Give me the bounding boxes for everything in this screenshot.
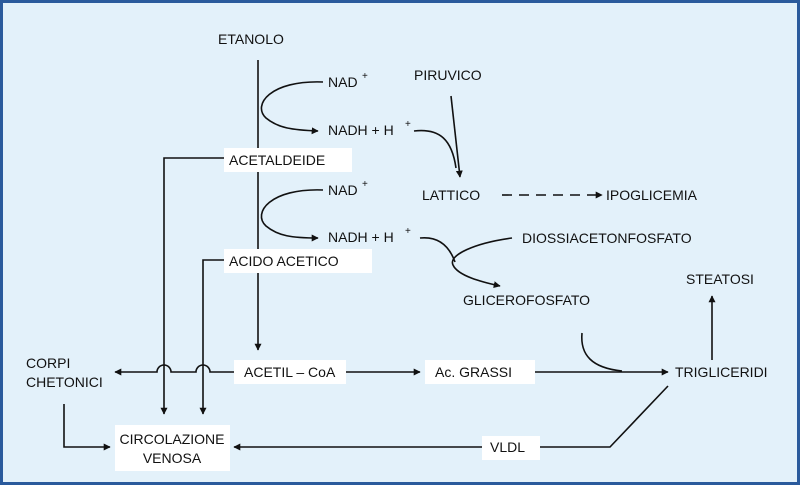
pyruvate-to-lactate-arrow <box>450 95 463 178</box>
nadh-label-1: NADH + H <box>328 122 394 138</box>
vldl-box <box>482 436 540 460</box>
acetaldehyde-to-circulation-arrow <box>160 157 224 415</box>
acetyl-coa-box <box>234 360 346 384</box>
acetyl-coa-label: ACETIL – CoA <box>244 364 336 380</box>
ketone-bodies-to-circulation-arrow <box>63 404 111 451</box>
nad-curve-2 <box>260 189 324 242</box>
circulation-box <box>115 425 230 471</box>
vldl-label: VLDL <box>490 439 525 455</box>
dhap-to-glycerophosphate-arrow <box>451 237 513 289</box>
acetic-acid-label: ACIDO ACETICO <box>229 253 339 269</box>
hypoglycemia-label: IPOGLICEMIA <box>606 187 698 203</box>
acetaldehyde-box <box>224 148 352 172</box>
acetyl-coa-to-ketone-bodies-arrow <box>114 364 234 376</box>
circulation-label-line2: VENOSA <box>143 450 202 466</box>
nadh-label-2-plus: + <box>405 226 411 237</box>
nad-curve-1 <box>260 81 324 135</box>
ketone-bodies-label-line1: CORPI <box>26 355 70 371</box>
acetic-acid-to-circulation-arrow <box>199 259 224 415</box>
nad-label-1-plus: + <box>362 71 368 82</box>
pyruvate-label: PIRUVICO <box>414 67 482 83</box>
lactate-label: LATTICO <box>422 187 480 203</box>
nadh-to-lactate-curve <box>413 129 457 169</box>
acetaldehyde-label: ACETALDEIDE <box>229 152 325 168</box>
dhap-label: DIOSSIACETONFOSFATO <box>522 230 692 246</box>
triglycerides-label: TRIGLICERIDI <box>675 364 768 380</box>
nadh-label-2: NADH + H <box>328 229 394 245</box>
fatty-acids-box <box>425 360 535 384</box>
nad-label-1: NAD <box>328 74 358 90</box>
circulation-label-line1: CIRCOLAZIONE <box>119 431 224 447</box>
fatty-acids-label: Ac. GRASSI <box>435 364 512 380</box>
ketone-bodies-label-line2: CHETONICI <box>26 374 103 390</box>
glycerophosphate-label: GLICEROFOSFATO <box>463 292 590 308</box>
ethanol-label: ETANOLO <box>218 31 284 47</box>
triglycerides-to-vldl-line <box>540 385 669 448</box>
glycerophosphate-to-triglycerides-curve <box>581 332 623 372</box>
nad-label-2: NAD <box>328 182 358 198</box>
steatosis-label: STEATOSI <box>686 271 754 287</box>
acetic-acid-box <box>224 249 372 273</box>
nadh-label-1-plus: + <box>405 119 411 130</box>
nad-label-2-plus: + <box>362 179 368 190</box>
